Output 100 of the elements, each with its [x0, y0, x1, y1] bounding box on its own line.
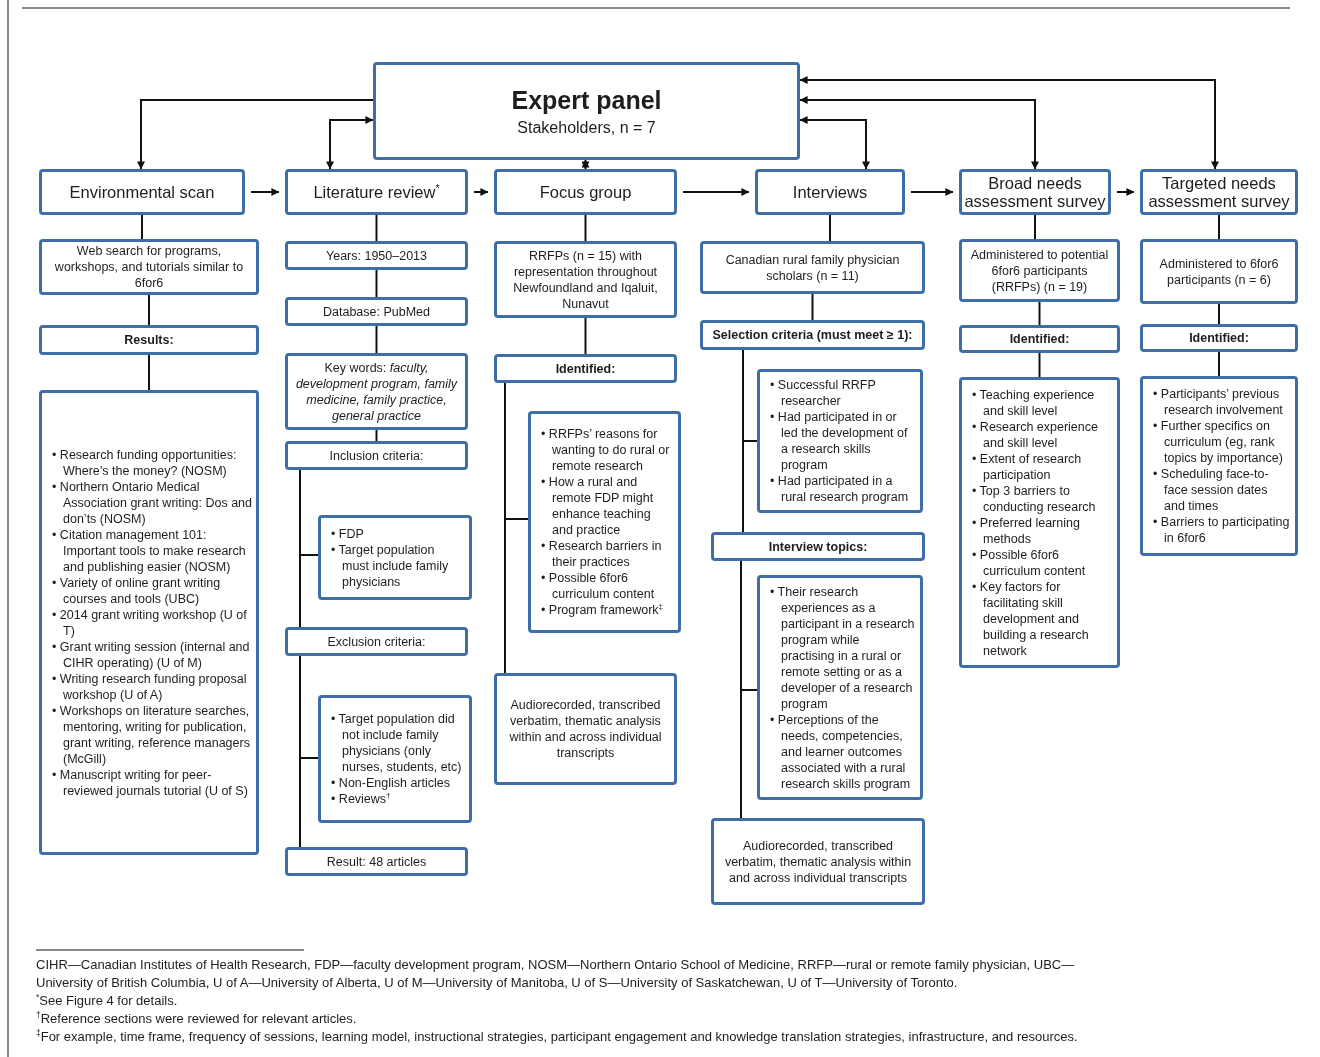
list-box — [528, 411, 681, 633]
list-item: • Research funding opportunities: Where’s the money? (NOSM) — [52, 446, 238, 479]
info-text: Years: 1950–2013 — [325, 247, 428, 264]
list-box — [757, 575, 923, 800]
heading-box — [39, 325, 259, 355]
info-box — [39, 239, 259, 295]
info-box — [711, 818, 925, 905]
section-heading: Identified: — [1009, 332, 1070, 346]
info-box — [285, 441, 468, 470]
list-item: • Research experience and skill level — [972, 418, 1099, 451]
heading-box — [959, 325, 1120, 353]
list-box — [959, 377, 1120, 668]
heading-box — [700, 320, 925, 350]
section-heading: Identified: — [555, 361, 616, 376]
info-box — [285, 353, 468, 430]
connector-line — [148, 354, 150, 391]
heading-box — [711, 532, 925, 561]
arrow — [581, 159, 590, 170]
list-item: • Top 3 barriers to conducting research — [972, 482, 1097, 515]
list-item: • Key factors for facilitating skill development and building a research network — [972, 578, 1090, 659]
list-item: • Manuscript writing for peer-reviewed journals tutorial (U of S) — [52, 766, 249, 799]
connector-line — [1038, 301, 1041, 326]
arrow — [473, 188, 489, 196]
footnote: $^{‡}$For example, time frame, frequency of sessions, learning model, instructional strategies, participant engagement and knowledge translation strategies, infrastructure, and resources. — [36, 1028, 1079, 1046]
stage-box — [285, 169, 468, 215]
info-text: Audiorecorded, transcribed verbatim, thematic analysis within and across individual transcripts — [723, 837, 913, 886]
connector-line — [1034, 214, 1036, 240]
stage-title: Broad needs assessment survey — [963, 174, 1107, 210]
list-item: • Program framework$^{‡}$ — [541, 602, 665, 618]
list-item: • Successful RRFP researcher — [770, 377, 877, 409]
info-box — [494, 673, 677, 785]
footnote: CIHR—Canadian Institutes of Health Research, FDP—faculty development program, NOSM—Northern Ontario School of Medicine, RRFP—rural or remote family physician, UBC—University of British Columbia, U of A—University of Alberta, U of M—University of Manitoba, U of S—University of Saskatchewan, U of T—University of Toronto. — [36, 956, 1076, 992]
info-text: RRFPs (n = 15) with representation throughout Newfoundland and Iqaluit, Nunavut — [512, 247, 659, 312]
stage-title: Environmental scan — [69, 183, 215, 201]
info-text: Result: 48 articles — [325, 853, 428, 870]
list-item: • Possible 6for6 curriculum content — [541, 570, 656, 602]
info-box — [285, 241, 468, 270]
connector-line — [1218, 303, 1220, 325]
connector-line — [1218, 214, 1220, 240]
stage-box — [39, 169, 245, 215]
arrow — [682, 188, 750, 196]
info-text: Administered to 6for6 participants (n = 6) — [1158, 255, 1280, 288]
arrow — [137, 99, 374, 170]
panel-subtitle: Stakeholders, n = 7 — [517, 118, 656, 137]
info-text: Key words: faculty, development program, family medicine, family practice, general practice — [294, 359, 459, 424]
list-item: • Scheduling face-to-face session dates and times — [1153, 466, 1270, 514]
section-heading: Interview topics: — [768, 539, 868, 554]
info-box — [1140, 239, 1298, 304]
footnote: $^{*}$See Figure 4 for details. — [36, 992, 179, 1010]
connector-line — [375, 214, 378, 242]
info-box — [700, 241, 925, 294]
list-item: • FDP — [331, 525, 365, 542]
list-item: • Barriers to participating in 6for6 — [1153, 514, 1291, 546]
footnote: $^{†}$Reference sections were reviewed for relevant articles. — [36, 1010, 358, 1028]
list-item: • Further specifics on curriculum (eg, rank topics by importance) — [1153, 418, 1284, 466]
list-item: • Perceptions of the needs, competencies, and learner outcomes associated with a rural research skills program — [770, 711, 912, 792]
panel-box — [373, 62, 800, 160]
connector-line — [811, 293, 814, 321]
section-heading: Selection criteria (must meet ≥ 1): — [712, 328, 913, 342]
panel-title: Expert panel — [511, 85, 662, 115]
list-box — [757, 369, 923, 513]
list-box — [318, 695, 472, 823]
arrow — [910, 188, 954, 196]
stage-title: Interviews — [792, 183, 868, 201]
connector-line — [1038, 352, 1041, 378]
heading-box — [494, 354, 677, 383]
connector-line — [375, 429, 378, 442]
info-box — [959, 239, 1120, 302]
list-item: • Had participated in a rural research program — [770, 473, 910, 505]
section-heading: Identified: — [1189, 331, 1249, 345]
arrow — [250, 188, 280, 196]
list-item: • Northern Ontario Medical Association grant writing: Dos and don’ts (NOSM) — [52, 478, 252, 527]
connector-line — [375, 325, 378, 354]
stage-box — [755, 169, 905, 215]
list-item: • Preferred learning methods — [972, 514, 1081, 547]
info-box — [285, 297, 468, 326]
info-text: Canadian rural family physician scholars (n = 11) — [724, 251, 901, 284]
list-item: • Possible 6for6 curriculum content — [972, 546, 1087, 579]
connector-line — [742, 349, 744, 533]
info-text: Inclusion criteria: — [328, 447, 425, 464]
list-item: • Workshops on literature searches, mentoring, writing for publication, grant writing, reference managers (McGill) — [52, 702, 251, 767]
list-item: • Writing research funding proposal workshop (U of A) — [52, 670, 248, 703]
heading-box — [1140, 324, 1298, 352]
stage-title: Literature review$^{*}$ — [313, 183, 440, 201]
section-heading: Results: — [124, 333, 174, 347]
list-item: • Target population must include family physicians — [331, 541, 450, 590]
info-box — [285, 847, 468, 876]
arrow — [799, 116, 870, 170]
connector-line — [299, 655, 301, 848]
list-item: • Their research experiences as a participant in a research program while practising in a rural or remote setting or as a developer of a research program — [770, 583, 916, 712]
list-box — [39, 390, 259, 855]
list-item: • Grant writing session (internal and CIHR operating) (U of M) — [52, 638, 251, 671]
info-text: Administered to potential 6for6 participants (RRFPs) (n = 19) — [969, 246, 1110, 295]
info-box — [494, 241, 677, 318]
info-box — [285, 627, 468, 656]
connector-line — [299, 469, 301, 628]
connector-line — [1218, 351, 1220, 377]
connector-line — [584, 214, 587, 242]
connector-line — [504, 382, 506, 674]
list-item: • Research barriers in their practices — [541, 538, 663, 570]
